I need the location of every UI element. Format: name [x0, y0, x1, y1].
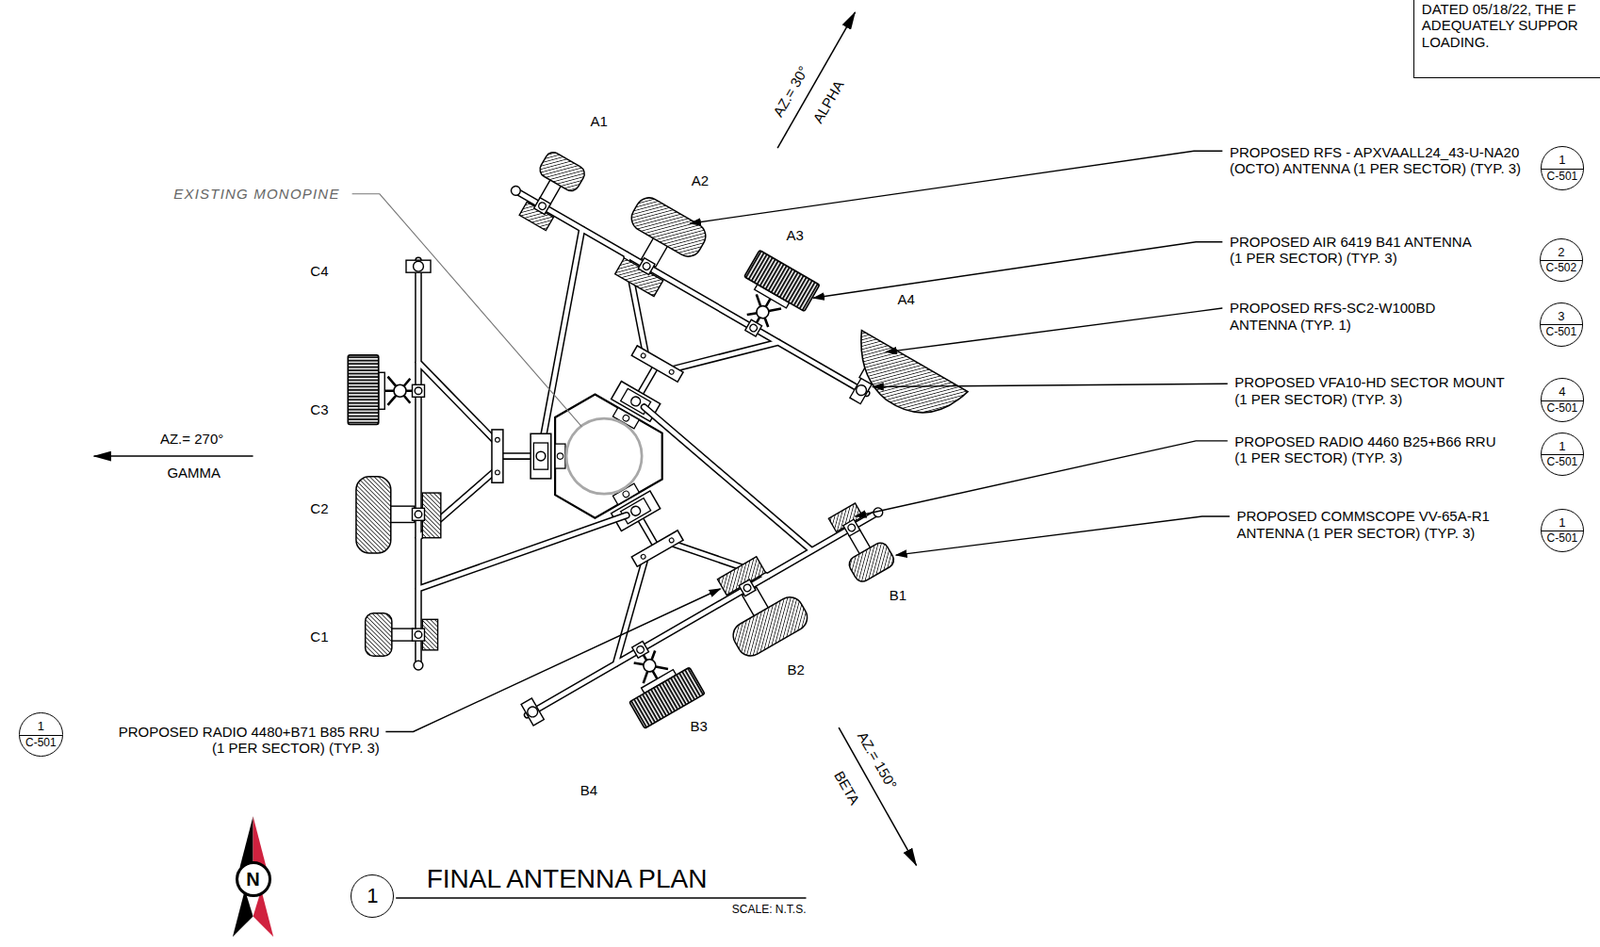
scale-note: SCALE: N.T.S.: [732, 903, 807, 917]
azimuth-label: AZ.= 270°: [160, 430, 224, 447]
leader-line: [896, 516, 1230, 556]
callout-text: PROPOSED RADIO 4480+B71 B85 RRU (1 PER S…: [111, 723, 380, 757]
sector-name: ALPHA: [810, 78, 849, 127]
monopine-pole: [566, 418, 642, 494]
north-tail-right: [253, 889, 275, 937]
leader-line: [854, 440, 1227, 517]
divider-line: [1540, 260, 1584, 262]
sector-name: BETA: [831, 767, 864, 808]
callout-text: PROPOSED RFS - APXVAALL24_43-U-NA20 (OCT…: [1229, 144, 1532, 178]
detail-callout-circle: 2C-502: [1539, 238, 1584, 283]
dish-antenna: [837, 330, 968, 434]
detail-callout-circle: 4C-501: [1540, 377, 1585, 423]
drawing-title: FINAL ANTENNA PLAN: [426, 864, 708, 895]
dish-body: [837, 330, 968, 434]
callout-number: 2: [1557, 245, 1565, 260]
detail-callout-circle: 3C-501: [1539, 302, 1584, 347]
divider-line: [1540, 324, 1584, 326]
leader-line: [885, 308, 1223, 353]
north-letter: N: [245, 868, 260, 890]
detail-callout-circle: 1C-501: [1540, 146, 1585, 191]
sheet-reference: C-501: [25, 736, 57, 750]
leader-line: [813, 242, 1223, 299]
sector-position-label: C2: [310, 501, 328, 518]
leader-line: [689, 150, 1223, 224]
leader-lines: [385, 150, 1230, 732]
general-note-box: DATED 05/18/22, THE F ADEQUATELY SUPPOR …: [1413, 0, 1600, 79]
azimuth-label: AZ.= 30°: [769, 64, 812, 121]
beta-sector: [423, 329, 917, 776]
callout-text: PROPOSED AIR 6419 B41 ANTENNA (1 PER SEC…: [1229, 233, 1483, 267]
monopine-leader: [352, 194, 583, 427]
callout-text: PROPOSED COMMSCOPE VV-65A-R1 ANTENNA (1 …: [1236, 507, 1501, 541]
north-symbol: N: [235, 861, 272, 898]
leader-line: [385, 588, 720, 733]
sheet-reference: C-501: [1547, 402, 1579, 415]
sector-position-label: C4: [310, 262, 328, 279]
sheet-reference: C-501: [1547, 170, 1579, 183]
sector-position-label: C3: [310, 402, 328, 419]
note-text: DATED 05/18/22, THE F ADEQUATELY SUPPOR …: [1421, 0, 1597, 50]
sector-name: GAMMA: [166, 465, 221, 482]
detail-number: 1: [366, 884, 378, 908]
callout-text: PROPOSED RADIO 4460 B25+B66 RRU (1 PER S…: [1234, 433, 1504, 467]
detail-number-circle: 1: [350, 874, 394, 918]
azimuth-arrow: [94, 455, 254, 458]
divider-line: [1541, 454, 1584, 456]
sector-position-label: B1: [889, 587, 907, 605]
sheet-reference: C-502: [1546, 261, 1578, 275]
sector-position-label: A1: [589, 113, 607, 130]
detail-callout-circle: 1C-501: [1540, 432, 1585, 477]
divider-line: [1541, 400, 1584, 402]
north-arrow-left: [239, 816, 253, 867]
callout-number: 4: [1558, 385, 1566, 399]
sector-position-label: A3: [785, 228, 803, 245]
callout-number: 1: [1558, 440, 1566, 454]
north-arrow: [232, 816, 274, 937]
detail-callout-circle: 1C-501: [1540, 508, 1585, 554]
sector-position-label: B3: [690, 718, 708, 735]
azimuth-label: AZ.= 150°: [854, 728, 901, 792]
sector-position-label: B4: [580, 783, 598, 800]
detail-callout-circle: 1C-501: [18, 712, 64, 757]
callout-text: PROPOSED RFS-SC2-W100BD ANTENNA (TYP. 1): [1229, 299, 1456, 333]
divider-line: [1541, 530, 1584, 532]
sheet-reference: C-501: [1546, 326, 1578, 339]
divider-line: [1541, 168, 1584, 170]
divider-line: [19, 734, 63, 736]
north-arrow-right: [253, 816, 267, 867]
callout-text: PROPOSED VFA10-HD SECTOR MOUNT (1 PER SE…: [1234, 374, 1513, 408]
sector-position-label: C1: [310, 628, 328, 645]
sector-position-label: A4: [897, 292, 915, 309]
callout-number: 3: [1557, 310, 1565, 324]
sector-position-label: B2: [786, 662, 804, 679]
title-underline: [395, 897, 806, 899]
sheet-reference: C-501: [1547, 532, 1579, 545]
existing-label: EXISTING MONOPINE: [173, 185, 340, 202]
callout-number: 1: [1558, 153, 1566, 167]
sheet-reference: C-501: [1547, 456, 1579, 469]
leader-line: [872, 383, 1228, 387]
callout-number: 1: [37, 719, 45, 734]
callout-number: 1: [1558, 516, 1566, 530]
sector-position-label: A2: [691, 172, 709, 189]
azimuth-arrows: [94, 12, 917, 866]
